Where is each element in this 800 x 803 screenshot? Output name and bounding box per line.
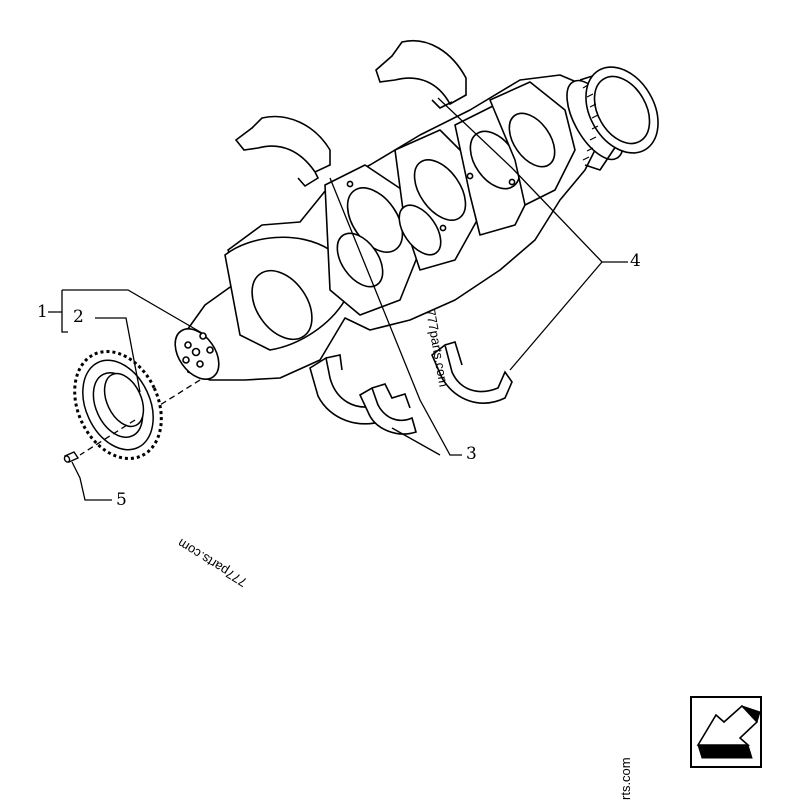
upper-main-bearing-shell-right <box>375 40 468 109</box>
watermark-bottom-right: rts.com <box>618 757 633 800</box>
callout-3: 3 <box>466 444 477 464</box>
upper-main-bearing-shell-left <box>234 115 332 188</box>
crankshaft <box>174 66 659 381</box>
callout-4: 4 <box>630 251 641 271</box>
callout-1: 1 <box>37 302 48 322</box>
callout-5: 5 <box>116 490 127 510</box>
watermark-lower-left: 777parts.com <box>175 536 250 590</box>
lower-main-bearing-shell-rear <box>431 341 513 404</box>
previous-page-arrow-icon[interactable] <box>690 696 762 768</box>
lower-main-bearing-shell-middle <box>358 383 417 435</box>
pin <box>63 451 80 463</box>
watermark-center: 777parts.com <box>423 308 451 388</box>
timing-gear <box>73 350 163 460</box>
callout-2: 2 <box>73 307 84 327</box>
leader-lines <box>48 97 628 501</box>
